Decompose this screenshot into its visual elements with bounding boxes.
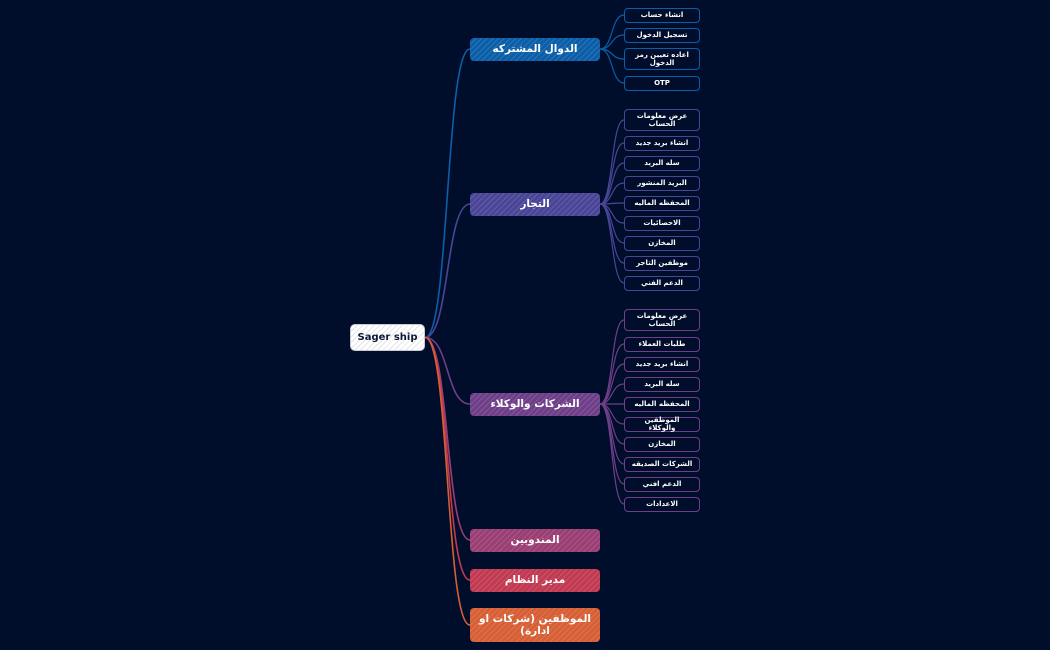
leaf-label: طلبات العملاء <box>638 339 686 348</box>
leaf-node[interactable]: الاحصائيات <box>624 215 700 231</box>
leaf-label: سله البريد <box>644 158 680 167</box>
leaf-node[interactable]: سله البريد <box>624 376 700 392</box>
leaf-node[interactable]: الاعدادات <box>624 496 700 512</box>
leaf-label: الشركات الصديقه <box>631 459 693 468</box>
connector-leaf-merchants-8 <box>599 203 625 284</box>
connector-lines <box>424 14 625 626</box>
leaf-node[interactable]: OTP <box>624 75 700 91</box>
connector-leaf-merchants-1 <box>599 142 625 205</box>
leaf-label: موظفين التاجر <box>636 258 688 267</box>
leaf-node[interactable]: انشاء بريد جديد <box>624 356 700 372</box>
leaf-node[interactable]: المحفظه الماليه <box>624 396 700 412</box>
connector-leaf-shared-0 <box>599 14 625 50</box>
leaf-label: عرض معلومات الحساب <box>636 311 688 328</box>
connector-leaf-merchants-0 <box>599 119 625 205</box>
leaf-label: الاحصائيات <box>643 218 681 227</box>
leaf-node[interactable]: الدعم الفني <box>624 275 700 291</box>
branch-label: الموظفين (شركات او ادارة) <box>478 612 592 637</box>
leaf-label: انشاء بريد جديد <box>635 138 689 147</box>
leaf-node[interactable]: انشاء بريد جديد <box>624 135 700 151</box>
connector-root-employees <box>424 336 471 626</box>
leaf-label: انشاء بريد جديد <box>635 359 689 368</box>
root-node[interactable]: Sager ship <box>350 324 425 351</box>
connector-root-delegates <box>424 336 471 541</box>
leaf-label: المحفظه الماليه <box>634 399 690 408</box>
leaf-label: تسجيل الدخول <box>636 30 688 39</box>
connector-leaf-shared-1 <box>599 34 625 50</box>
branch-label: التجار <box>520 197 550 210</box>
leaf-label: المخازن <box>648 238 676 247</box>
leaf-node[interactable]: المخازن <box>624 436 700 452</box>
leaf-label: انشاء حساب <box>640 10 684 19</box>
connector-leaf-companies-8 <box>599 403 625 485</box>
connector-leaf-companies-2 <box>599 363 625 405</box>
branch-label: مدير النظام <box>504 573 566 586</box>
leaf-node[interactable]: البريد المنشور <box>624 175 700 191</box>
connector-leaf-shared-3 <box>599 48 625 84</box>
leaf-label: المخازن <box>648 439 676 448</box>
leaf-label: الدعم الفني <box>641 278 683 287</box>
branch-node-employees[interactable]: الموظفين (شركات او ادارة) <box>470 608 600 642</box>
branch-label: المندوبين <box>510 533 560 546</box>
leaf-label: الاعدادات <box>646 499 678 508</box>
branch-label: الشركات والوكلاء <box>490 397 580 410</box>
leaf-node[interactable]: المخازن <box>624 235 700 251</box>
connector-leaf-companies-9 <box>599 403 625 505</box>
connector-root-companies <box>424 336 471 405</box>
branch-node-companies[interactable]: الشركات والوكلاء <box>470 392 600 416</box>
leaf-node[interactable]: انشاء حساب <box>624 7 700 23</box>
leaf-node[interactable]: الموظفين والوكلاء <box>624 415 700 432</box>
leaf-label: الموظفين والوكلاء <box>644 415 680 432</box>
branch-label: الدوال المشتركه <box>492 42 578 55</box>
leaf-node[interactable]: طلبات العملاء <box>624 336 700 352</box>
branch-node-shared[interactable]: الدوال المشتركه <box>470 37 600 61</box>
connector-leaf-merchants-6 <box>599 203 625 244</box>
leaf-node[interactable]: المحفظه الماليه <box>624 195 700 211</box>
leaf-label: OTP <box>654 78 670 87</box>
connector-root-admin <box>424 336 471 581</box>
branch-node-admin[interactable]: مدير النظام <box>470 568 600 592</box>
branch-node-merchants[interactable]: التجار <box>470 192 600 216</box>
root-label: Sager ship <box>357 331 418 343</box>
leaf-node[interactable]: عرض معلومات الحساب <box>624 109 700 131</box>
leaf-label: اعاده تعيين رمز الدخول <box>635 50 689 67</box>
leaf-label: سله البريد <box>644 379 680 388</box>
connector-leaf-merchants-2 <box>599 162 625 205</box>
leaf-label: المحفظه الماليه <box>634 198 690 207</box>
leaf-node[interactable]: اعاده تعيين رمز الدخول <box>624 48 700 70</box>
connector-root-shared <box>424 48 471 339</box>
leaf-node[interactable]: الدعم افني <box>624 476 700 492</box>
leaf-label: الدعم افني <box>642 479 682 488</box>
leaf-label: عرض معلومات الحساب <box>636 111 688 128</box>
leaf-node[interactable]: موظفين التاجر <box>624 255 700 271</box>
branch-node-delegates[interactable]: المندوبين <box>470 528 600 552</box>
leaf-label: البريد المنشور <box>637 178 687 187</box>
connector-root-merchants <box>424 203 471 339</box>
leaf-node[interactable]: سله البريد <box>624 155 700 171</box>
leaf-node[interactable]: تسجيل الدخول <box>624 27 700 43</box>
connector-leaf-companies-0 <box>599 319 625 405</box>
leaf-node[interactable]: عرض معلومات الحساب <box>624 309 700 331</box>
leaf-node[interactable]: الشركات الصديقه <box>624 456 700 472</box>
